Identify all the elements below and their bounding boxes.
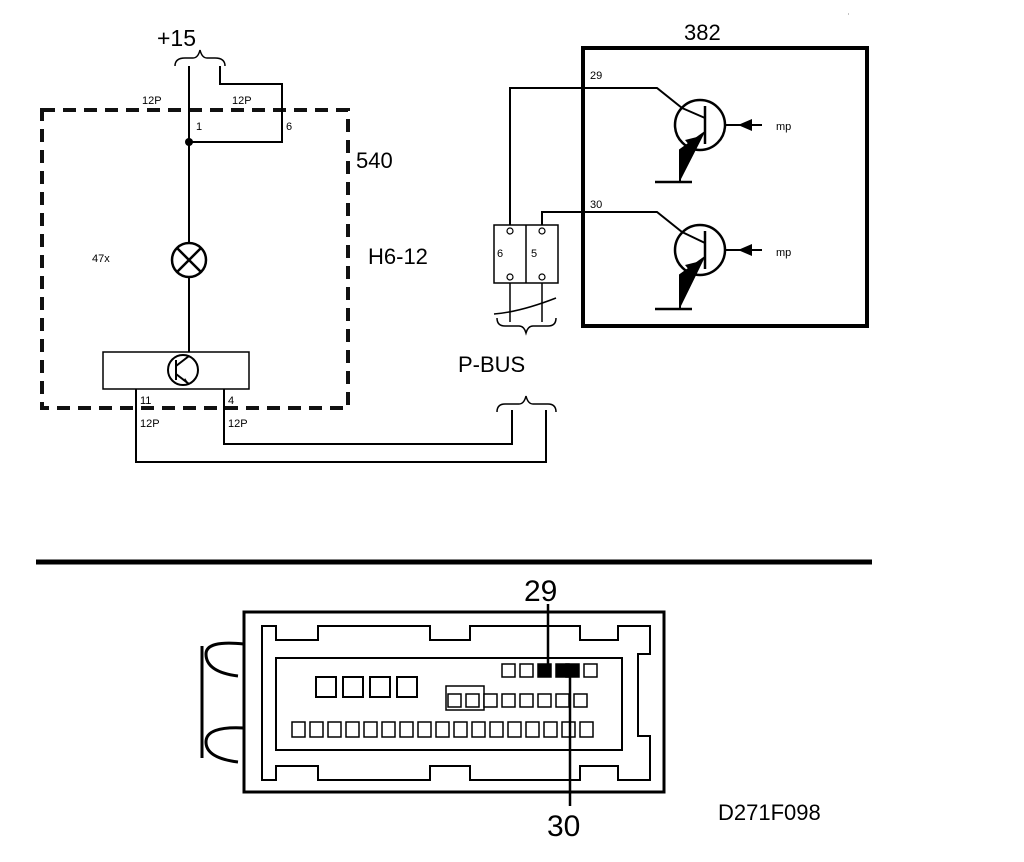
transistor-upper-icon: [655, 98, 762, 184]
pbus-break-mark: [493, 297, 557, 315]
pin-1-label: 1: [196, 121, 202, 133]
pbus-connector: 6 5 P-BUS: [458, 224, 559, 413]
mp-upper-label: mp: [776, 121, 791, 133]
lamp-ref-label: 47x: [92, 253, 110, 265]
wire-pin4-to-pbus: [223, 389, 513, 445]
module-382-group: 382 29 30 mp mp: [509, 20, 869, 328]
module-382-pin-30: 30: [590, 199, 602, 211]
module-540-label: 540: [356, 148, 393, 173]
pbus-pin-5-label: 5: [531, 248, 537, 260]
wire-pin29: [509, 87, 683, 225]
wire-pin11-to-pbus: [135, 389, 547, 463]
pin-4-label: 4: [228, 395, 234, 407]
module-382-label: 382: [684, 20, 721, 45]
conn-bot-right-type: 12P: [228, 418, 248, 430]
module-h6-12-label: H6-12: [368, 244, 428, 269]
pbus-pin-6-label: 6: [497, 248, 503, 260]
junction-dot: [185, 138, 193, 146]
module-540-group: +15 540 H6-12 47x 12P 12P 1 6 11 4 12P 1: [40, 25, 547, 463]
supply-label: +15: [157, 25, 196, 51]
cavity-30: [565, 663, 580, 678]
transistor-lower-icon: [655, 223, 762, 311]
latch-upper: [204, 641, 245, 678]
mp-lower-label: mp: [776, 247, 791, 259]
connector-inner-housing: [261, 625, 651, 781]
callout-30-label: 30: [547, 810, 580, 843]
pbus-legs: [509, 283, 543, 322]
pin-11-label: 11: [140, 395, 151, 407]
conn-top-right-type: 12P: [232, 95, 252, 107]
pin-6-label: 6: [286, 121, 292, 133]
wire-pin30: [541, 211, 683, 233]
pbus-brace-top: [496, 317, 557, 336]
transistor-icon: [167, 354, 199, 386]
conn-top-left-type: 12P: [142, 95, 162, 107]
module-540-dashed-box: [40, 108, 350, 410]
wire-pin6-loop: [189, 66, 283, 143]
module-382-box: [581, 46, 869, 328]
callout-29-label: 29: [524, 575, 557, 608]
conn-bot-left-type: 12P: [140, 418, 160, 430]
latch-lower: [204, 726, 245, 764]
supply-brace: [174, 49, 226, 67]
connector-face-view: 29 30: [200, 575, 666, 843]
figure-id-label: D271F098: [718, 800, 821, 825]
connector-cavity-frame: [275, 657, 623, 751]
pbus-label: P-BUS: [458, 352, 525, 377]
module-382-pin-29: 29: [590, 70, 602, 82]
pbus-brace-bottom: [496, 395, 557, 413]
lamp-icon: [170, 241, 208, 279]
